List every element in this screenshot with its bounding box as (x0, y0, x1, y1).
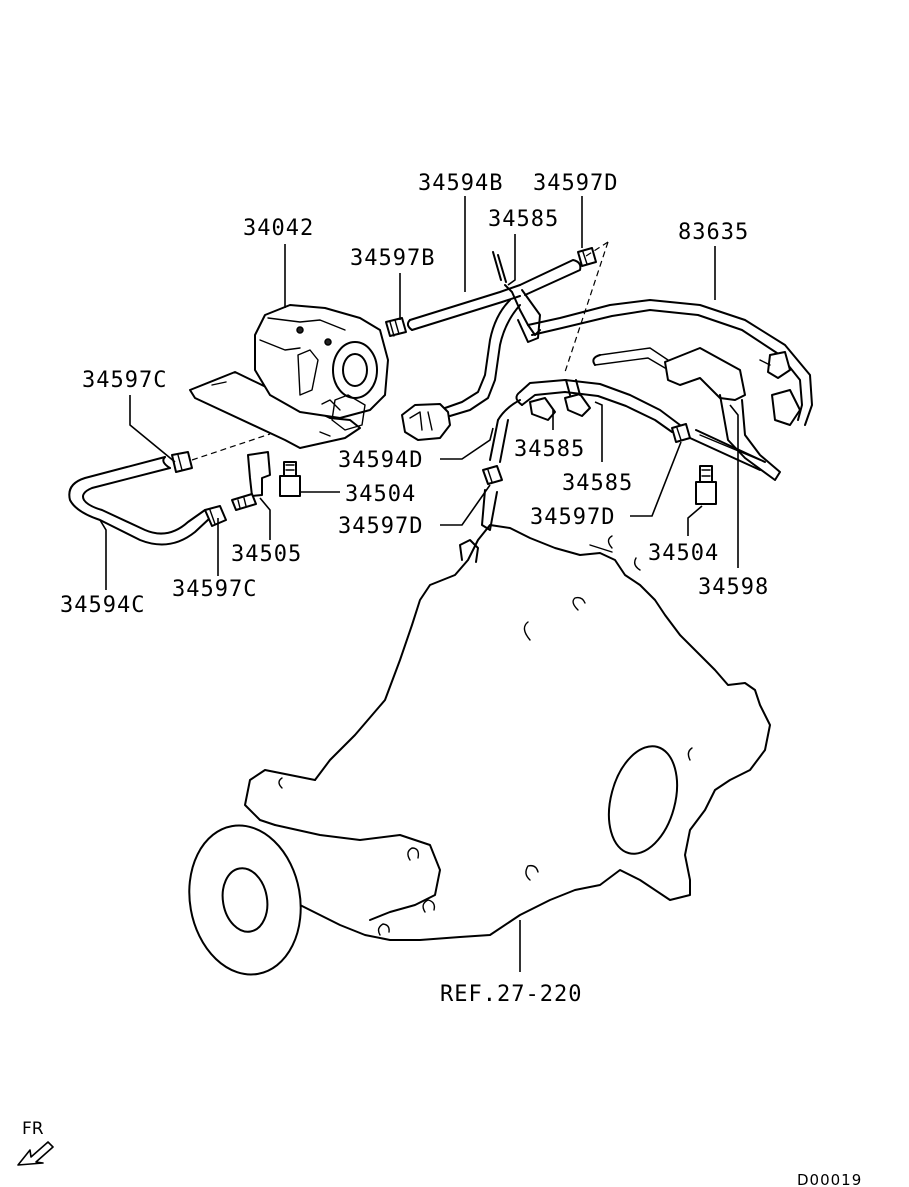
dashed-guide-3 (585, 241, 609, 257)
actuator-assembly (189, 304, 389, 449)
label-34585-top: 34585 (488, 207, 559, 232)
hose-34594c (68, 456, 211, 546)
label-34597c-left: 34597C (82, 368, 167, 393)
label-34505: 34505 (231, 542, 302, 567)
differential-housing (188, 489, 771, 976)
clip-34597c-left (171, 451, 193, 473)
label-ref: REF.27-220 (440, 982, 582, 1007)
label-34597c-bottom: 34597C (172, 577, 257, 602)
axle-flange (188, 824, 302, 976)
clip-34597c-bottom (204, 505, 227, 527)
clip-34597d-mid (482, 465, 503, 485)
lower-right-hose (489, 379, 681, 463)
label-34597d-mid: 34597D (338, 514, 423, 539)
dashed-guide-2 (564, 241, 609, 373)
label-34598: 34598 (698, 575, 769, 600)
label-34597d-right: 34597D (530, 505, 615, 530)
clip-34597d-right (671, 423, 691, 443)
label-34042: 34042 (243, 216, 314, 241)
fr-label: FR (22, 1119, 44, 1139)
label-34597b: 34597B (350, 246, 435, 271)
label-34597d-top: 34597D (533, 171, 618, 196)
diagram-code: D00019 (797, 1171, 862, 1187)
label-34504-left: 34504 (345, 482, 416, 507)
front-arrow-icon (17, 1141, 54, 1166)
hose-34594d (401, 251, 541, 441)
fitting-34504-right (695, 465, 717, 505)
vent-34505 (231, 451, 271, 511)
clip-34597d-top (577, 247, 597, 267)
label-34585-mid1: 34585 (514, 437, 585, 462)
label-34585-mid2: 34585 (562, 471, 633, 496)
label-34594b: 34594B (418, 171, 503, 196)
label-34504-right: 34504 (648, 541, 719, 566)
label-34594d: 34594D (338, 448, 423, 473)
front-direction-indicator: FR (17, 1119, 54, 1166)
fitting-34504-left (279, 461, 301, 497)
clip-34597b (385, 317, 407, 337)
leader-lines (99, 196, 739, 972)
bracket-34598 (592, 347, 781, 481)
label-34594c: 34594C (60, 593, 145, 618)
dashed-guide-1 (191, 433, 271, 461)
label-83635: 83635 (678, 220, 749, 245)
